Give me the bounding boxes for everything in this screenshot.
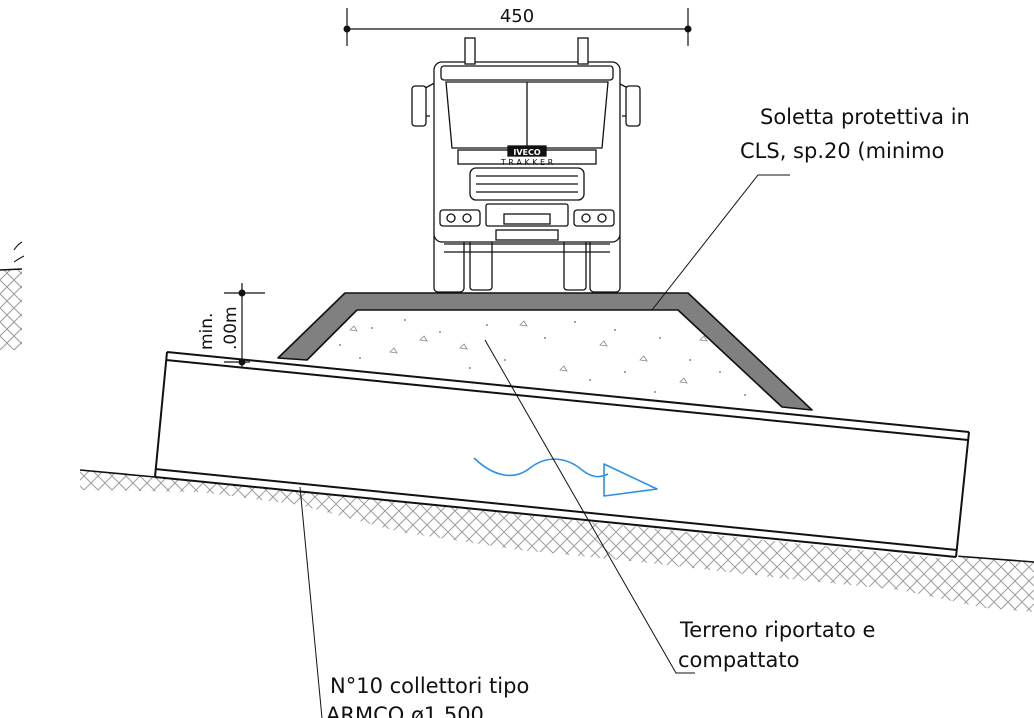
width-dimension: 450 xyxy=(343,6,692,46)
protective-slab xyxy=(277,292,813,411)
left-ground-hatch xyxy=(0,241,25,350)
cover-dimension-label-2: .00m xyxy=(221,306,241,350)
cover-dimension-label-1: min. xyxy=(197,313,217,350)
truck-brand-label: IVECO xyxy=(513,148,541,157)
compacted-fill xyxy=(305,312,780,408)
annotations: Soletta protettiva in CLS, sp.20 (minimo… xyxy=(326,105,970,718)
armco-pipe xyxy=(154,351,970,560)
slab-label-line1: Soletta protettiva in xyxy=(760,105,970,129)
pipe-label-line1: N°10 collettori tipo xyxy=(330,674,529,698)
leader-lines xyxy=(299,174,790,718)
truck-model-label: T R A K K E R xyxy=(500,158,554,167)
width-dimension-label: 450 xyxy=(500,6,534,27)
slab-label-line2: CLS, sp.20 (minimo xyxy=(740,139,944,163)
ground-soil xyxy=(79,469,1034,612)
flow-arrow-icon xyxy=(473,457,658,497)
cover-dimension: min. .00m xyxy=(197,283,265,368)
fill-label-line2: compattato xyxy=(678,648,799,672)
fill-label-line1: Terreno riportato e xyxy=(679,618,875,642)
pipe-label-line2: ARMCO ø1.500 xyxy=(326,703,484,718)
truck-icon: IVECO T R A K K E R xyxy=(411,37,641,293)
